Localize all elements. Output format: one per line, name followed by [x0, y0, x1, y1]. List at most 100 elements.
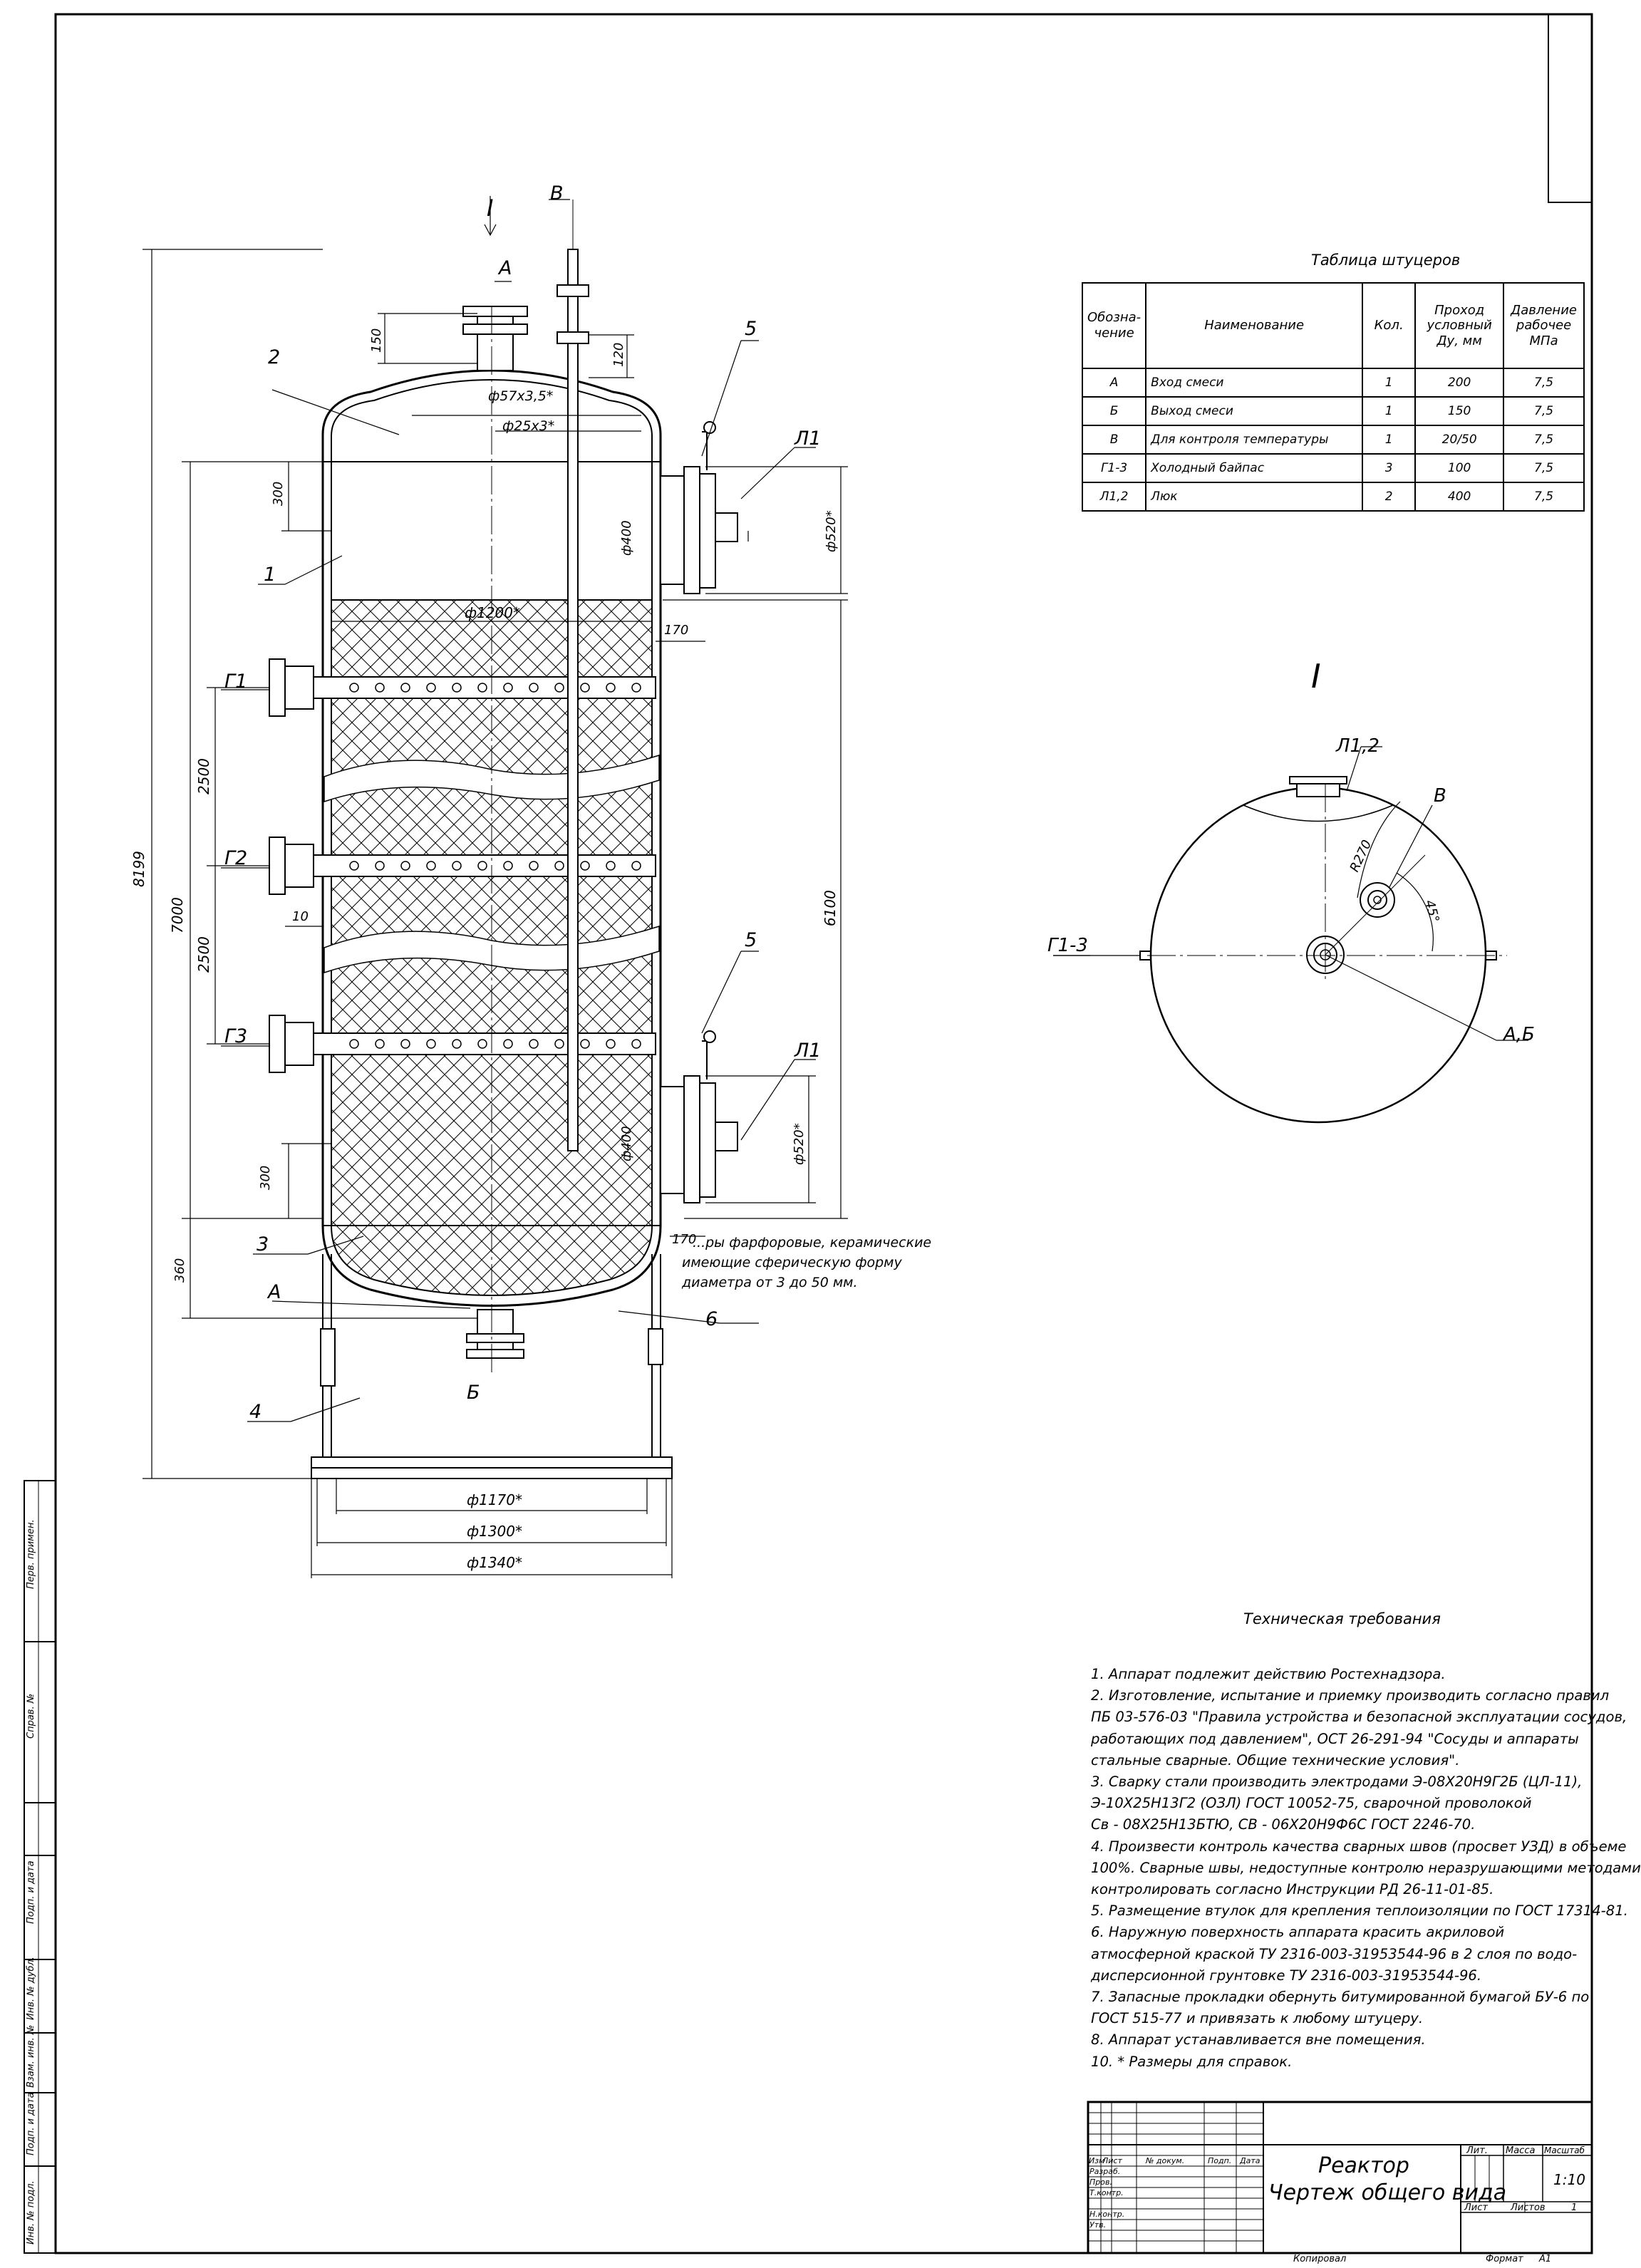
plan-label-g13: Г1-3: [1047, 935, 1088, 956]
label-b-bottom: Б: [467, 1382, 480, 1404]
header-pressure: Давление рабочее МПа: [1503, 282, 1585, 369]
label-g2: Г2: [224, 847, 247, 869]
requirements-title: Техническая требования: [1243, 1610, 1441, 1627]
table-cell: Г1-3: [1081, 453, 1147, 483]
title-scale-value: 1:10: [1553, 2171, 1585, 2188]
list-item: 1. Аппарат подлежит действию Ростехнадзо…: [1091, 1666, 1446, 1682]
list-item: ПБ 03-576-03 "Правила устройства и безоп…: [1091, 1709, 1627, 1726]
dim-dia1170: ф1170*: [467, 1491, 522, 1508]
list-item: 4. Произвести контроль качества сварных …: [1091, 1838, 1627, 1855]
side-stamp-ref-no: Справ. №: [26, 1693, 36, 1739]
table-cell: В: [1081, 425, 1147, 455]
dim-360: 360: [172, 1258, 187, 1283]
dim-dia520-b: ф520*: [792, 1123, 807, 1165]
table-cell: Б: [1081, 396, 1147, 426]
dim-dia400-a: ф400: [619, 520, 634, 556]
dim-6100: 6100: [822, 890, 839, 926]
dim-dia520-a: ф520*: [824, 510, 839, 552]
side-stamp-orig-inv: Инв. № подл.: [26, 2180, 36, 2244]
dim-dia1300: ф1300*: [467, 1523, 522, 1540]
header-nominal-bore: Проход условный Ду, мм: [1414, 282, 1505, 369]
table-row: В Для контроля температуры 1 20/50 7,5: [1081, 425, 1585, 455]
table-cell: 7,5: [1503, 453, 1585, 483]
list-item: 8. Аппарат устанавливается вне помещения…: [1091, 2031, 1426, 2049]
list-item: 100%. Сварные швы, недоступные контролю …: [1091, 1859, 1641, 1876]
dim-300-a: 300: [271, 482, 286, 506]
title-role-approved: Утв.: [1089, 2220, 1107, 2230]
table-cell: 1: [1362, 368, 1417, 398]
thermowell: [557, 200, 589, 1151]
outlet-nozzle-b: [466, 1309, 524, 1359]
title-col-sign: Подп.: [1208, 2156, 1232, 2165]
title-role-norm-control: Н.контр.: [1089, 2210, 1125, 2219]
dim-120: 120: [611, 343, 626, 367]
support-skirt: [311, 1254, 673, 1479]
title-scale-label: Масштаб: [1544, 2145, 1585, 2155]
dim-dia1340: ф1340*: [467, 1554, 522, 1571]
list-item: Св - 08Х25Н13БТЮ, СВ - 06Х20Н9Ф6С ГОСТ 2…: [1091, 1816, 1476, 1833]
balls-note-line2: имеющие сферическую форму: [682, 1255, 903, 1270]
table-cell: 7,5: [1503, 368, 1585, 398]
bypass-pipes: [269, 658, 656, 1073]
title-col-doc: № докум.: [1146, 2156, 1185, 2165]
list-item: Э-10Х25Н13Г2 (ОЗЛ) ГОСТ 10052-75, свароч…: [1091, 1795, 1532, 1812]
dim-2500-a: 2500: [195, 758, 212, 794]
side-stamp-sign-date-2: Подп. и дата: [26, 2092, 36, 2155]
bypass-holes: [349, 683, 641, 1049]
table-row: Г1-3 Холодный байпас 3 100 7,5: [1081, 453, 1585, 483]
list-item: контролировать согласно Инструкции РД 26…: [1091, 1881, 1494, 1898]
table-cell: 200: [1414, 368, 1505, 398]
table-cell: Л1,2: [1081, 482, 1147, 512]
table-cell: 20/50: [1414, 425, 1505, 455]
table-cell: Люк: [1145, 482, 1364, 512]
nozzle-table-header-row: Обозна- чение Наименование Кол. Проход у…: [1081, 282, 1585, 369]
label-g1: Г1: [224, 670, 247, 693]
pos-6: 6: [705, 1308, 718, 1330]
inlet-nozzle-a: [462, 306, 528, 371]
title-col-date: Дата: [1240, 2156, 1260, 2165]
copied-label: Копировал: [1293, 2254, 1347, 2264]
plan-radius-r270: R270: [1347, 838, 1375, 874]
label-a-bottom: А: [266, 1281, 281, 1303]
list-item: работающих под давлением", ОСТ 26-291-94…: [1091, 1730, 1579, 1747]
table-cell: 400: [1414, 482, 1505, 512]
format-value: А1: [1539, 2254, 1552, 2264]
list-item: 3. Сварку стали производить электродами …: [1091, 1774, 1583, 1791]
dim-dia57: ф57х3,5*: [488, 388, 553, 404]
pos-5-bottom: 5: [745, 929, 757, 951]
list-item: ГОСТ 515-77 и привязать к любому штуцеру…: [1091, 2010, 1424, 2027]
title-sheet-label: Лист: [1464, 2202, 1488, 2213]
list-item: атмосферной краской ТУ 2316-003-31953544…: [1091, 1945, 1578, 1962]
table-cell: 7,5: [1503, 425, 1585, 455]
pos-3: 3: [257, 1233, 269, 1255]
list-item: 7. Запасные прокладки обернуть битумиров…: [1091, 1989, 1590, 2006]
plan-label-l12: Л1,2: [1335, 735, 1379, 757]
dim-300-b: 300: [258, 1166, 273, 1190]
plan-view-mark: I: [1311, 657, 1321, 695]
list-item: 5. Размещение втулок для крепления тепло…: [1091, 1902, 1628, 1920]
top-right-stamp: [1548, 14, 1593, 203]
title-col-izm: Изм: [1089, 2156, 1105, 2165]
label-g3: Г3: [224, 1025, 247, 1047]
table-cell: 2: [1362, 482, 1417, 512]
plan-view: [1053, 746, 1528, 1124]
side-stamp-first-use: Перв. примен.: [26, 1519, 36, 1589]
list-item: стальные сварные. Общие технические усло…: [1091, 1751, 1460, 1769]
header-name: Наименование: [1145, 282, 1364, 369]
dim-170-b: 170: [672, 1232, 696, 1247]
plan-label-v: В: [1434, 785, 1446, 807]
title-role-checker: Пров.: [1089, 2178, 1112, 2187]
dim-dia400-b: ф400: [619, 1126, 634, 1161]
table-cell: 150: [1414, 396, 1505, 426]
title-col-list: Лист: [1102, 2156, 1122, 2165]
pos-4: 4: [249, 1401, 262, 1423]
table-cell: 3: [1362, 453, 1417, 483]
dim-7000: 7000: [169, 897, 186, 933]
drawing-sheet: I I А В Б А Г1 Г2 Г3 Л1 Л1 1 2 3 4 5 5 6…: [24, 13, 1593, 2254]
table-cell: Холодный байпас: [1145, 453, 1364, 483]
dim-170-a: 170: [664, 623, 688, 638]
table-cell: Для контроля температуры: [1145, 425, 1364, 455]
list-item: 10. * Размеры для справок.: [1091, 2053, 1293, 2070]
format-label: Формат: [1486, 2254, 1523, 2264]
table-row: Б Выход смеси 1 150 7,5: [1081, 396, 1585, 426]
